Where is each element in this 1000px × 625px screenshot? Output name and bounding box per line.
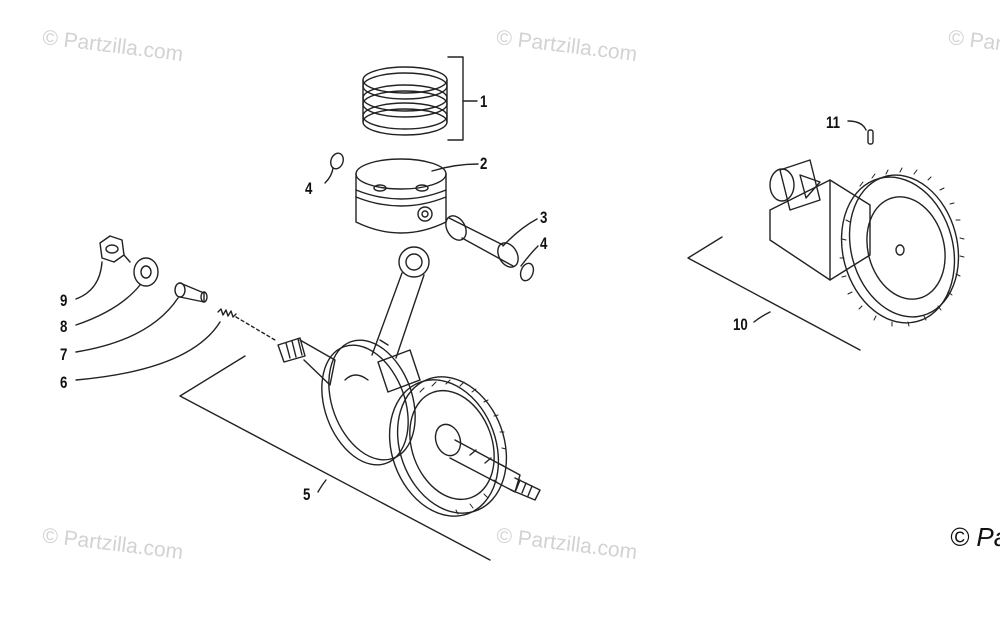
callout-bracket [687,236,861,351]
corner-copyright: © Pa [950,522,1000,552]
circlip [519,262,535,282]
callout-4: 4 [540,234,548,253]
callout-11: 11 [826,113,841,132]
callout-1: 1 [480,92,488,111]
callout-6: 6 [60,373,68,392]
callout-10: 10 [733,315,748,334]
callout-3: 3 [540,208,548,227]
connecting-rod [371,246,430,359]
callout-5: 5 [303,485,311,504]
callout-9: 9 [60,291,68,310]
callout-4: 4 [305,179,313,198]
callout-7: 7 [60,345,68,364]
callout-bracket [447,56,464,141]
callout-bracket [179,355,491,561]
callout-2: 2 [480,154,488,173]
callout-8: 8 [60,317,68,336]
washer [133,257,159,287]
dowel-pin [867,129,874,145]
piston-pin [445,215,519,268]
circlip [330,152,344,170]
piston [355,158,447,234]
spring [217,308,276,341]
balance-shaft [769,159,965,327]
bolt [174,282,208,303]
piston-rings [362,66,448,136]
crankshaft [277,337,541,517]
nut [99,235,131,263]
